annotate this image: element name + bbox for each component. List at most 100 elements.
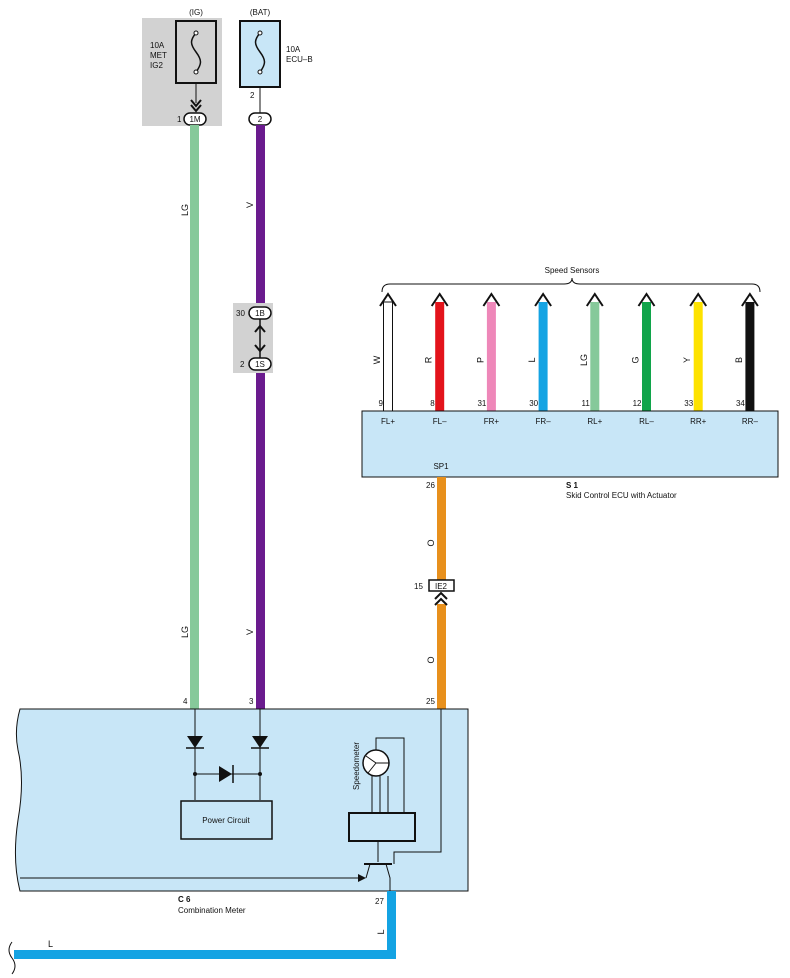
bat-source-label: (BAT) (250, 8, 271, 17)
sensor-rl-minus-color-label: G (631, 356, 641, 363)
bat-fuse-pin: 2 (250, 91, 255, 100)
sensor-fl-minus-arrow (430, 292, 449, 307)
sensor-fl-minus-color-label: R (424, 356, 434, 363)
wire-o-upper (437, 477, 446, 581)
sensor-fr-plus-terminal: FR+ (484, 417, 500, 426)
sensor-fl-minus-wire (435, 302, 445, 411)
sensor-fl-plus-terminal: FL+ (381, 417, 395, 426)
sensor-fr-minus-pin: 30 (529, 399, 538, 408)
meter-pin-v: 3 (249, 697, 254, 706)
sensor-rl-plus-wire (590, 302, 600, 411)
sensor-rr-plus-color-label: Y (682, 357, 692, 363)
sensor-fl-plus-pin: 9 (379, 399, 384, 408)
speedometer-label: Speedometer (352, 742, 361, 790)
sensor-rr-minus-terminal: RR– (742, 417, 759, 426)
ig-arrow-marker-2 (190, 104, 202, 113)
sensor-fl-plus-color-label: W (372, 355, 382, 364)
ie2-arrow-1 (434, 591, 448, 600)
sensor-rr-plus-pin: 33 (684, 399, 693, 408)
meter-code: C 6 (178, 895, 191, 904)
power-circuit-label: Power Circuit (202, 816, 250, 825)
sensor-rl-minus-terminal: RL– (639, 417, 654, 426)
sensor-rl-minus-arrow (637, 292, 656, 307)
connector-1s-label: 1S (255, 360, 265, 369)
ecu-sp1-pin: 26 (426, 481, 435, 490)
connector-1m-pin: 1 (177, 115, 182, 124)
sensor-fr-plus-pin: 31 (477, 399, 486, 408)
connector-2-label: 2 (258, 115, 263, 124)
transistor-emitter (365, 863, 371, 879)
speed-sensors-bracket (381, 277, 761, 293)
wire-v-upper (256, 125, 265, 308)
ig-fuse-element (190, 32, 202, 73)
bat-fuse-rating: 10A (286, 45, 301, 54)
speedometer-needle-3 (367, 762, 377, 774)
sensor-rl-plus-arrow (585, 292, 604, 307)
sensor-fl-plus-arrow (379, 292, 397, 307)
sensor-rr-plus-terminal: RR+ (690, 417, 707, 426)
ecu-code: S 1 (566, 481, 579, 490)
ig-fuse-rating: 10A (150, 41, 165, 50)
sensor-rr-minus-arrow (741, 292, 759, 307)
bat-fuse-terminal-top (257, 30, 263, 36)
wire-lg-bottom-label: LG (180, 626, 190, 638)
sensor-rl-plus-pin: 11 (581, 399, 590, 408)
ig-fuse-terminal-top (193, 30, 199, 36)
sensor-fr-plus-wire (486, 302, 496, 411)
sensor-terminals: FL+FL–FR+FR–RL+RL–RR+RR– (381, 417, 758, 426)
ecu-name: Skid Control ECU with Actuator (566, 491, 677, 500)
sensor-rr-minus-pin: 34 (736, 399, 745, 408)
sensor-rr-minus-wire (745, 302, 755, 411)
wire-v-top-label: V (245, 202, 255, 208)
diode-v (252, 736, 268, 748)
ig-source-label: (IG) (189, 8, 203, 17)
skid-control-ecu-box (361, 410, 779, 478)
wire-l-vertical-label: L (376, 929, 386, 934)
bat-fuse-name: ECU–B (286, 55, 313, 64)
wire-v-lower (256, 370, 265, 709)
connector-1b-pin: 30 (236, 309, 245, 318)
connector-ie2-pin: 15 (414, 582, 423, 591)
connector-ie2-label: IE2 (435, 582, 448, 591)
bat-fuse-element (254, 32, 266, 73)
sensor-rr-plus-wire (693, 302, 703, 411)
sensor-rl-minus-wire (642, 302, 651, 411)
connector-1b-label: 1B (255, 309, 265, 318)
ig-fuse-name-1: MET (150, 51, 167, 60)
junction-arrow-up (254, 324, 266, 333)
wire-o-bottom-label: O (426, 656, 436, 663)
connector-ie2 (428, 579, 455, 592)
meter-pin-lg: 4 (183, 697, 188, 706)
speedometer-driver-box (348, 812, 416, 842)
connector-1m-label: 1M (189, 115, 200, 124)
bat-fuse-terminal-bottom (257, 69, 263, 75)
sensor-fr-minus-terminal: FR– (536, 417, 552, 426)
speedometer-needle-1 (365, 755, 377, 764)
wire-lg-top-label: LG (180, 204, 190, 216)
meter-pin-o: 25 (426, 697, 435, 706)
sensor-fl-minus-terminal: FL– (433, 417, 447, 426)
sensor-fr-plus-arrow (482, 292, 501, 307)
connector-1s-pin: 2 (240, 360, 245, 369)
speedo-lead-4 (375, 737, 405, 813)
sensor-rl-plus-color-label: LG (579, 354, 589, 366)
power-circuit-box (180, 800, 273, 840)
sensor-fr-minus-wire (538, 302, 548, 411)
sensor-fl-plus-wire (383, 301, 393, 412)
meter-pin-l: 27 (375, 897, 384, 906)
transistor-collector (385, 863, 391, 891)
o-wire-internal (393, 709, 442, 864)
wire-v-bottom-label: V (245, 629, 255, 635)
sensor-rr-plus-arrow (689, 292, 708, 307)
junction-dot-v (258, 772, 262, 776)
ig-fuse-name-2: IG2 (150, 61, 163, 70)
junction-dot-lg (193, 772, 197, 776)
wire-l-horizontal-label: L (48, 939, 53, 949)
ig-arrow-marker (190, 99, 202, 108)
wire-lg (190, 125, 199, 709)
wire-o-top-label: O (426, 539, 436, 546)
sensor-rl-minus-pin: 12 (633, 399, 642, 408)
sensor-fr-minus-color-label: L (527, 357, 537, 362)
ecu-sp1-terminal: SP1 (433, 462, 449, 471)
